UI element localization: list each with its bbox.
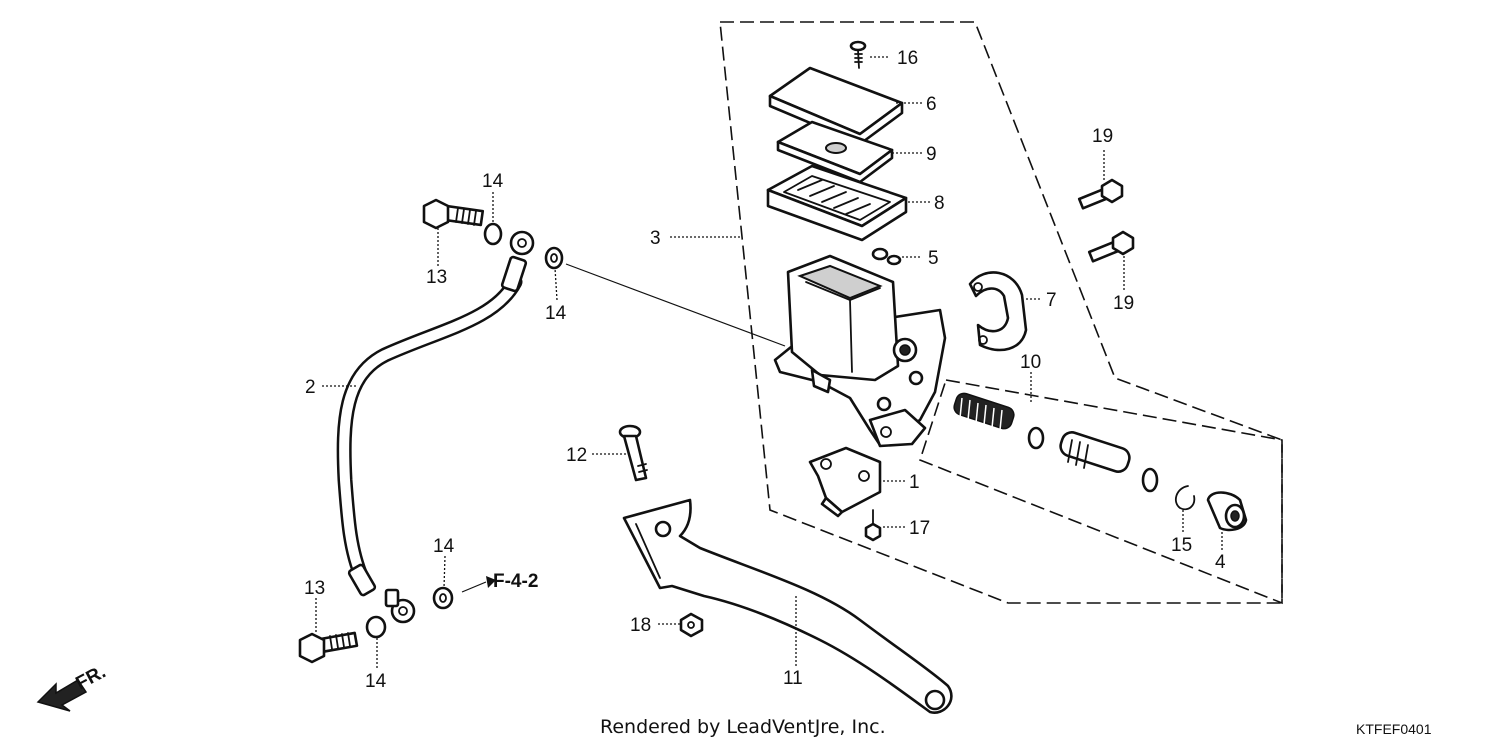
callout-14-c: 14 <box>365 671 387 692</box>
reservoir-cap <box>768 66 904 146</box>
diaphragm-plate <box>776 120 894 184</box>
callout-8: 8 <box>934 193 945 214</box>
piston-group-boundary <box>919 379 1283 605</box>
callout-16: 16 <box>897 48 918 69</box>
callout-14-a: 14 <box>482 171 504 192</box>
callout-19-upper: 19 <box>1092 126 1113 147</box>
callout-13-a: 13 <box>426 267 447 288</box>
circlip <box>1174 485 1196 511</box>
callout-17: 17 <box>909 518 930 539</box>
callout-2: 2 <box>305 377 316 398</box>
sealing-washer-2 <box>544 246 564 270</box>
callout-9: 9 <box>926 144 937 165</box>
callout-6: 6 <box>926 94 937 115</box>
leader-lines <box>315 56 1223 668</box>
callout-10: 10 <box>1020 352 1041 373</box>
diaphragm <box>766 164 908 242</box>
callout-1: 1 <box>909 472 920 493</box>
reference-arrow <box>461 576 496 593</box>
callout-12: 12 <box>566 445 587 466</box>
callout-3: 3 <box>650 228 661 249</box>
pivot-nut <box>679 612 704 638</box>
cap-screw <box>849 40 867 69</box>
callout-14-d: 14 <box>433 536 455 557</box>
sealing-washer-4 <box>432 586 454 610</box>
sealing-washer-1 <box>483 222 503 246</box>
holder-bolt-lower <box>1087 230 1135 263</box>
brake-lever <box>622 498 953 714</box>
diagram-code: KTFEF0401 <box>1356 721 1432 737</box>
callout-15: 15 <box>1171 535 1192 556</box>
piston-boot <box>1206 491 1248 532</box>
callout-4: 4 <box>1215 552 1226 573</box>
sealing-washer-3 <box>365 615 387 639</box>
callout-7: 7 <box>1046 290 1057 311</box>
primary-cup <box>1141 467 1159 493</box>
master-cylinder-holder <box>968 271 1028 352</box>
callout-13-b: 13 <box>304 578 325 599</box>
assembly-boundary <box>719 21 1283 604</box>
piston <box>1059 431 1131 473</box>
secondary-cup <box>1027 426 1045 450</box>
brake-hose <box>336 230 535 624</box>
holder-bolt-upper <box>1077 178 1124 210</box>
banjo-bolt-lower <box>298 631 359 664</box>
spring <box>953 392 1015 431</box>
brake-switch <box>808 446 882 518</box>
callout-11: 11 <box>783 668 803 689</box>
reservoir-float <box>871 247 902 266</box>
footer-credit: Rendered by LeadVentJre, Inc. <box>600 716 886 738</box>
lever-pivot-bolt <box>618 424 648 482</box>
banjo-bolt-upper <box>422 198 485 230</box>
callout-18: 18 <box>630 615 651 636</box>
master-cylinder <box>773 254 947 448</box>
callout-14-b: 14 <box>545 303 567 324</box>
callout-19-lower: 19 <box>1113 293 1134 314</box>
reference-label: F-4-2 <box>493 571 538 592</box>
front-arrow-icon <box>36 678 88 712</box>
switch-screw <box>864 509 882 542</box>
callout-5: 5 <box>928 248 939 269</box>
